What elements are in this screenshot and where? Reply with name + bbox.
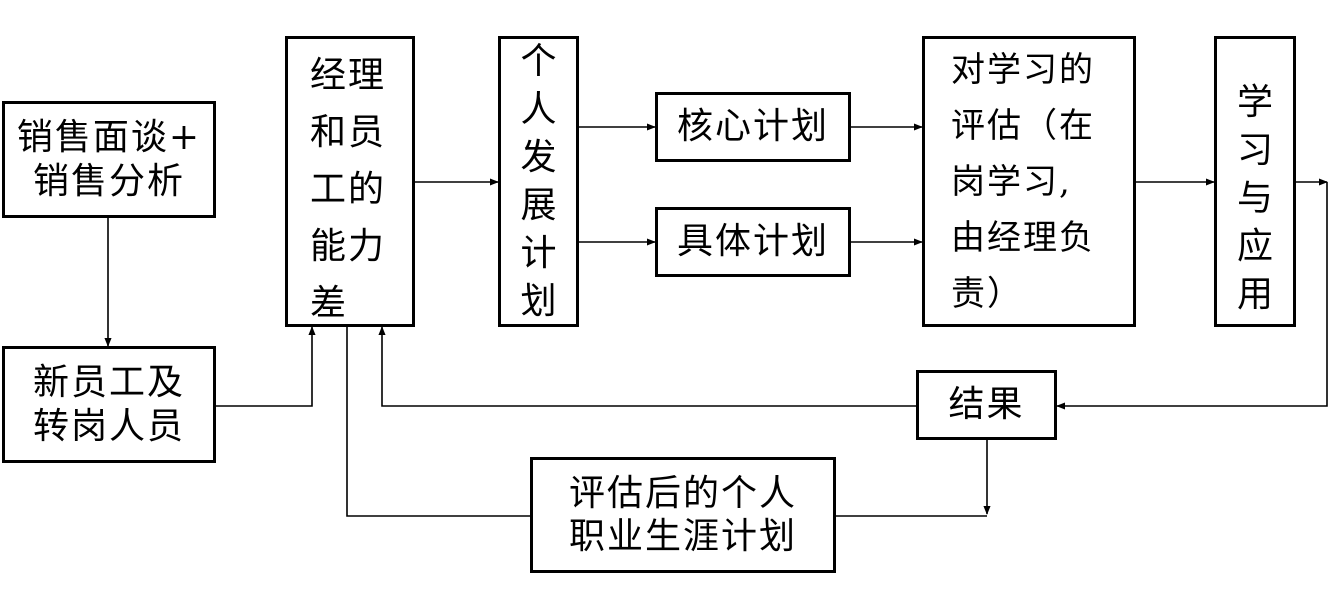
career-line-1: 评估后的个人 bbox=[568, 472, 797, 514]
gap-line-4: 能力 bbox=[310, 226, 387, 267]
personal-char-3: 发 bbox=[520, 136, 557, 178]
evaluation-line-2: 评估（在 bbox=[951, 105, 1095, 146]
connector-newstaff-to-gap bbox=[216, 326, 316, 407]
learning-char-3: 与 bbox=[1236, 178, 1273, 219]
evaluation-line-5: 责） bbox=[951, 273, 1023, 314]
career-plan-text: 评估后的个人 职业生涯计划 bbox=[533, 460, 833, 570]
career-plan-box: 评估后的个人 职业生涯计划 bbox=[530, 457, 836, 573]
learning-application-text: 学 习 与 应 用 bbox=[1217, 39, 1293, 324]
new-staff-text: 新员工及 转岗人员 bbox=[5, 349, 213, 460]
connector-result-to-gap bbox=[378, 326, 916, 407]
sales-line-2: 销售分析 bbox=[32, 160, 185, 202]
learning-char-4: 应 bbox=[1236, 226, 1273, 267]
specific-plan-label: 具体计划 bbox=[676, 221, 829, 263]
evaluation-line-3: 岗学习, bbox=[951, 161, 1072, 202]
learning-char-5: 用 bbox=[1236, 274, 1273, 315]
new-staff-box: 新员工及 转岗人员 bbox=[2, 346, 216, 463]
learning-application-box: 学 习 与 应 用 bbox=[1214, 36, 1296, 327]
evaluation-line-4: 由经理负 bbox=[951, 217, 1095, 258]
connector-right-to-result bbox=[1056, 182, 1328, 410]
personal-char-2: 人 bbox=[520, 88, 557, 130]
evaluation-line-1: 对学习的 bbox=[951, 49, 1095, 90]
specific-plan-box: 具体计划 bbox=[655, 207, 851, 277]
new-staff-line-1: 新员工及 bbox=[32, 362, 185, 404]
personal-development-plan-box: 个 人 发 展 计 划 bbox=[498, 36, 579, 327]
sales-line-1: 销售面谈+ bbox=[16, 117, 202, 159]
gap-line-1: 经理 bbox=[310, 55, 387, 96]
new-staff-line-2: 转岗人员 bbox=[32, 405, 185, 447]
result-box: 结果 bbox=[916, 370, 1057, 440]
personal-char-5: 计 bbox=[520, 232, 557, 274]
personal-char-4: 展 bbox=[520, 184, 557, 226]
learning-evaluation-text: 对学习的 评估（在 岗学习, 由经理负 责） bbox=[925, 39, 1133, 324]
result-label: 结果 bbox=[948, 384, 1025, 426]
specific-plan-text: 具体计划 bbox=[658, 210, 848, 274]
learning-char-1: 学 bbox=[1236, 82, 1273, 123]
gap-line-2: 和员 bbox=[310, 112, 387, 153]
sales-interview-analysis-box: 销售面谈+ 销售分析 bbox=[2, 101, 216, 218]
gap-line-5: 差 bbox=[310, 283, 349, 324]
personal-development-plan-text: 个 人 发 展 计 划 bbox=[501, 39, 576, 324]
connector-gap-to-career bbox=[346, 327, 530, 517]
personal-char-1: 个 bbox=[520, 40, 557, 82]
learning-evaluation-box: 对学习的 评估（在 岗学习, 由经理负 责） bbox=[922, 36, 1136, 327]
learning-char-2: 习 bbox=[1236, 130, 1273, 171]
core-plan-label: 核心计划 bbox=[676, 106, 829, 148]
gap-line-3: 工的 bbox=[310, 169, 387, 210]
competency-gap-text: 经理 和员 工的 能力 差 bbox=[288, 39, 412, 324]
personal-char-6: 划 bbox=[520, 280, 557, 322]
core-plan-box: 核心计划 bbox=[655, 92, 851, 162]
sales-interview-analysis-text: 销售面谈+ 销售分析 bbox=[5, 104, 213, 215]
career-line-2: 职业生涯计划 bbox=[568, 516, 797, 557]
core-plan-text: 核心计划 bbox=[658, 95, 848, 159]
result-text: 结果 bbox=[919, 373, 1054, 437]
competency-gap-box: 经理 和员 工的 能力 差 bbox=[285, 36, 415, 327]
